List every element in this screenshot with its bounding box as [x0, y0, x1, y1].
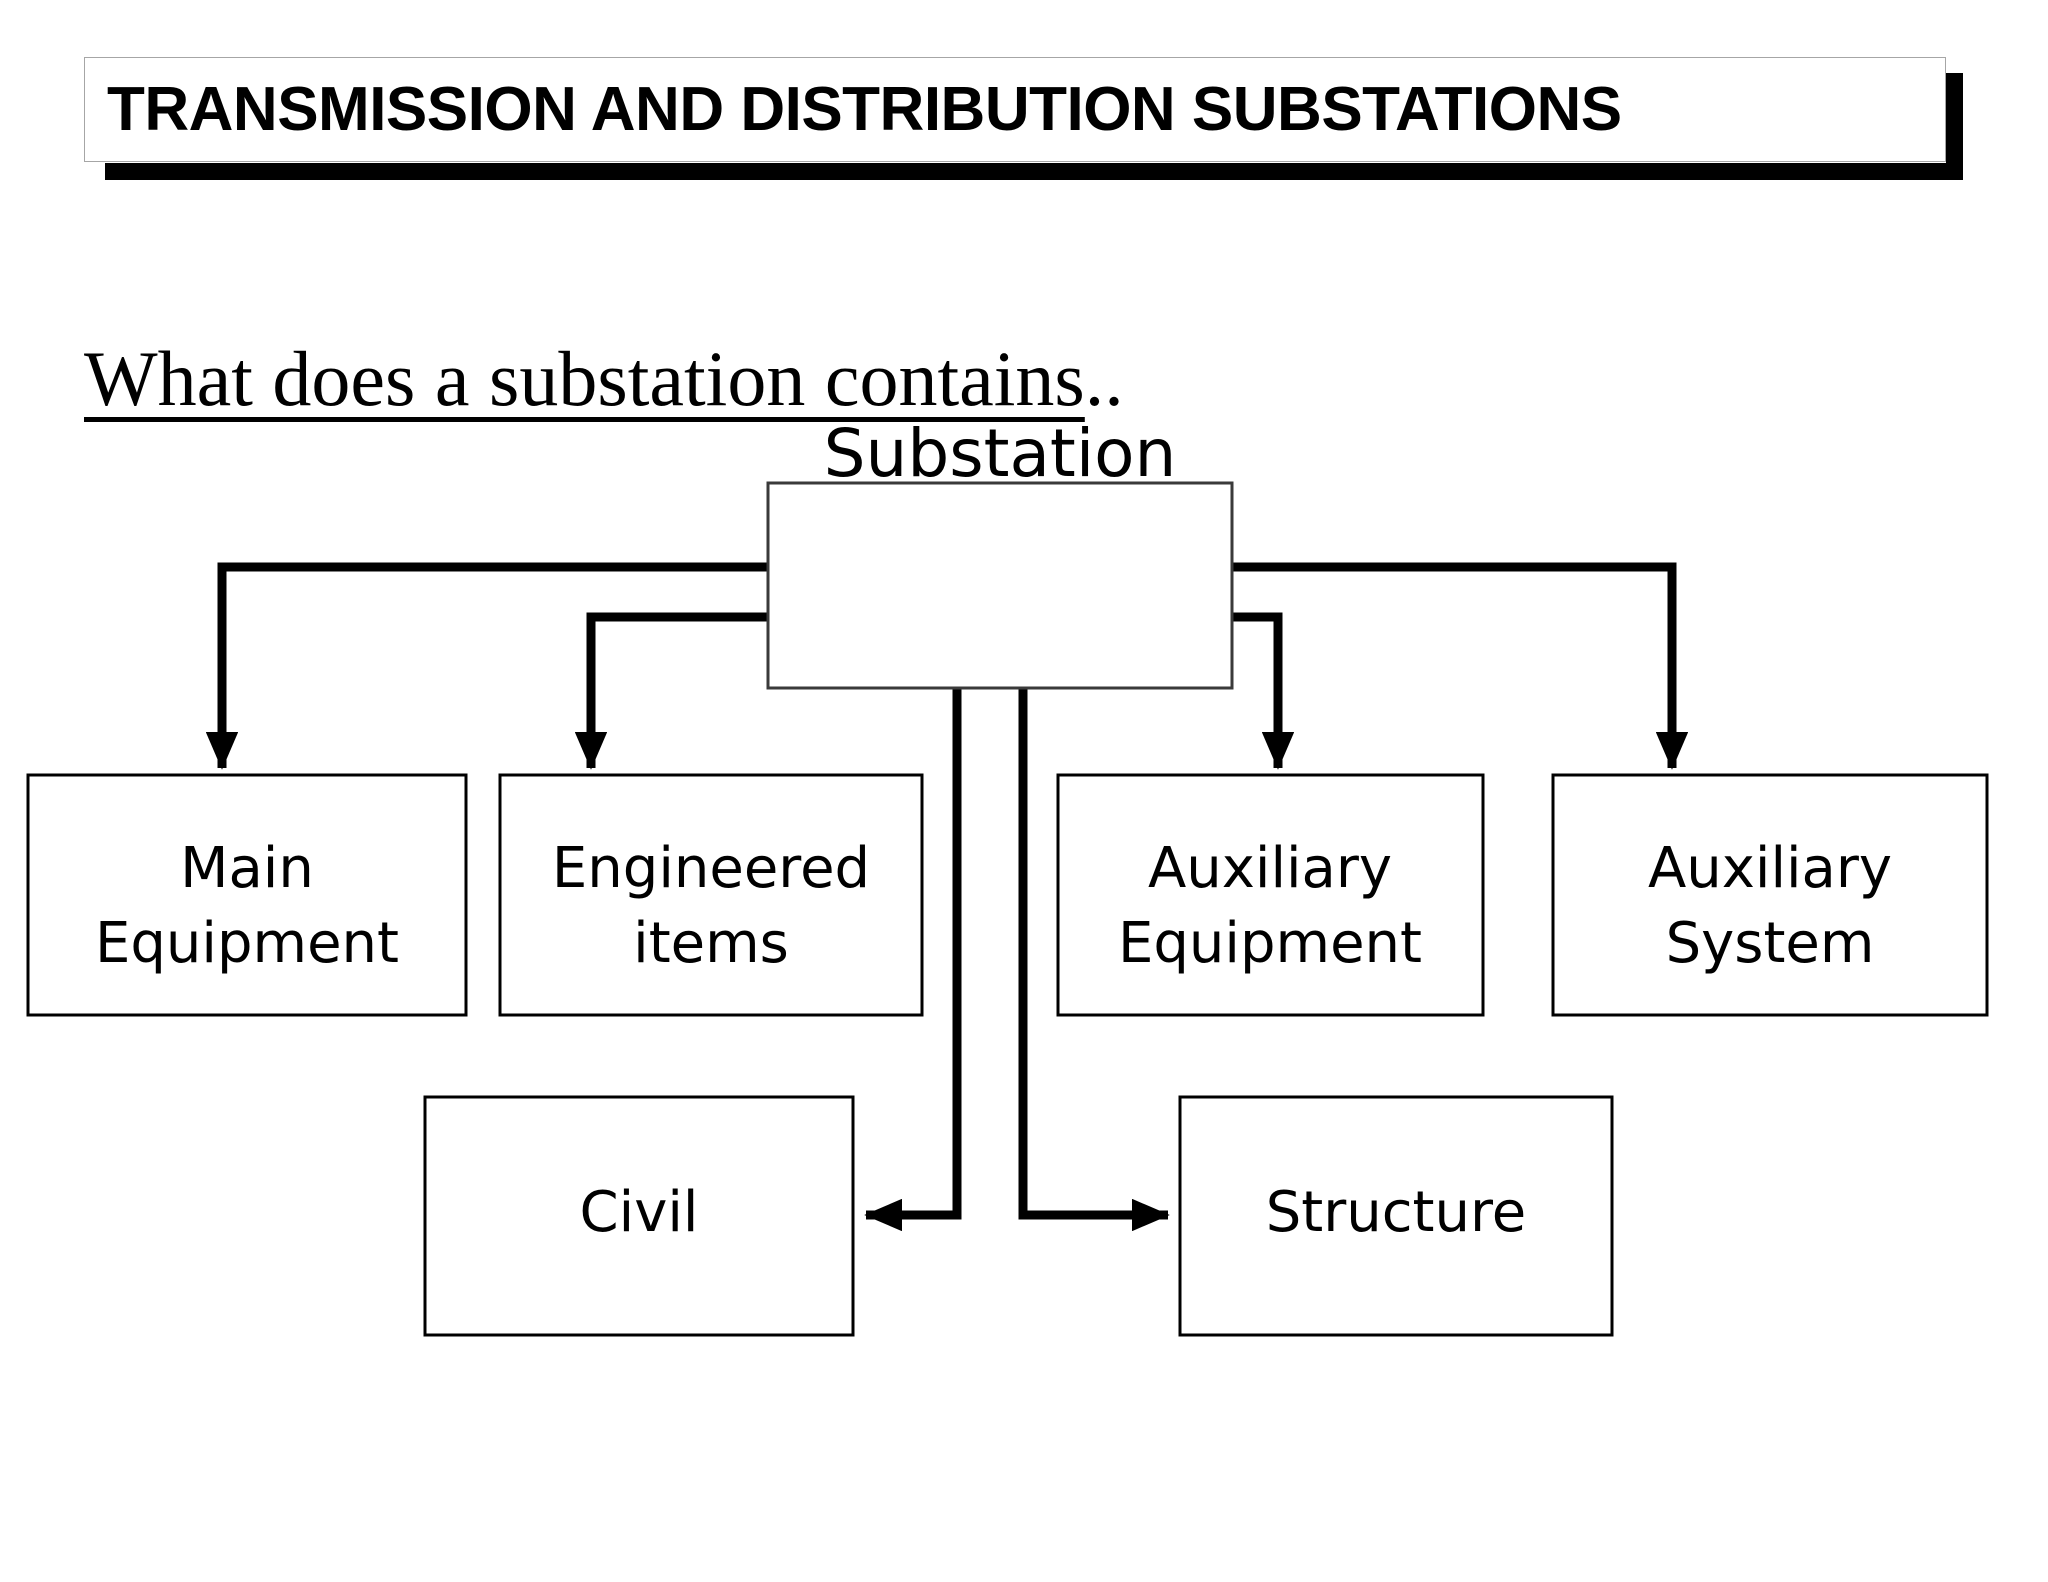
- node-engineered-items-label-line1: Engineered: [552, 836, 870, 901]
- node-main-equipment[interactable]: Main Equipment: [26, 773, 468, 1017]
- node-structure-label: Structure: [1266, 1180, 1527, 1245]
- node-auxiliary-system[interactable]: Auxiliary System: [1551, 773, 1989, 1017]
- node-main-equipment-label-line2: Equipment: [95, 911, 399, 976]
- edge-substation-to-engineered-items: [574, 612, 768, 770]
- page-title: TRANSMISSION AND DISTRIBUTION SUBSTATION…: [107, 74, 1622, 144]
- node-auxiliary-equipment[interactable]: Auxiliary Equipment: [1056, 773, 1485, 1017]
- edge-substation-to-auxiliary-equipment: [1232, 612, 1295, 770]
- node-auxiliary-system-label-line2: System: [1666, 911, 1875, 976]
- node-auxiliary-equipment-label-line2: Equipment: [1118, 911, 1422, 976]
- node-civil-label: Civil: [580, 1180, 699, 1245]
- node-substation[interactable]: Substation: [766, 415, 1234, 690]
- edge-substation-to-auxiliary-system: [1232, 562, 1689, 770]
- edge-substation-to-civil: [864, 688, 962, 1232]
- node-structure[interactable]: Structure: [1178, 1095, 1614, 1337]
- node-auxiliary-system-label-line1: Auxiliary: [1648, 836, 1892, 901]
- node-auxiliary-equipment-label-line1: Auxiliary: [1148, 836, 1392, 901]
- title-banner-shadow-bottom: [105, 163, 1963, 180]
- node-main-equipment-label-line1: Main: [180, 836, 314, 901]
- node-engineered-items-label-line2: items: [633, 911, 789, 976]
- subheading: What does a substation contains..: [84, 338, 1124, 420]
- title-banner-shadow-right: [1946, 73, 1963, 180]
- edge-substation-to-structure: [1018, 688, 1170, 1232]
- node-substation-label: Substation: [824, 415, 1177, 492]
- subheading-underlined-text: What does a substation contains: [84, 335, 1085, 422]
- subheading-ellipsis: ..: [1084, 335, 1124, 422]
- node-engineered-items[interactable]: Engineered items: [498, 773, 924, 1017]
- node-civil[interactable]: Civil: [423, 1095, 855, 1337]
- title-banner: TRANSMISSION AND DISTRIBUTION SUBSTATION…: [84, 57, 1946, 162]
- edge-substation-to-main-equipment: [205, 562, 768, 770]
